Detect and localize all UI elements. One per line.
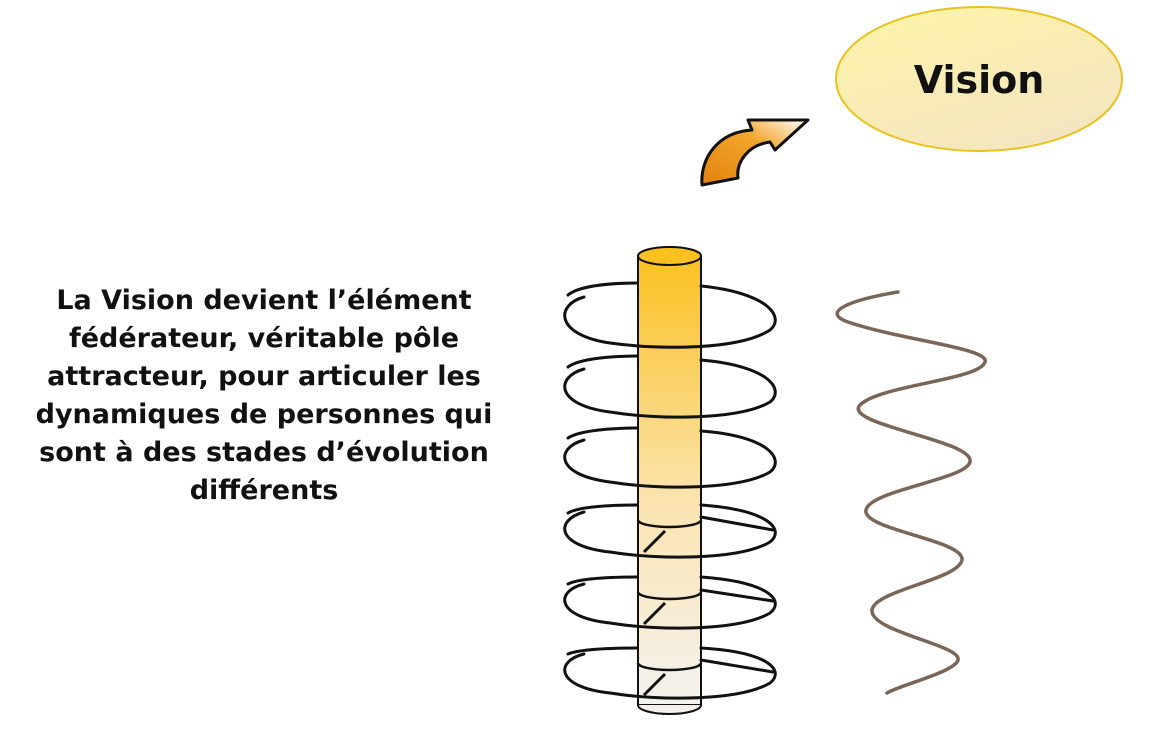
vision-ellipse: Vision xyxy=(835,6,1123,152)
spiral-column xyxy=(636,246,703,715)
vision-label: Vision xyxy=(914,58,1045,102)
caption-text: La Vision devient l’élément fédérateur, … xyxy=(35,285,493,506)
curved-arrow-icon xyxy=(700,118,810,187)
sine-wave-icon xyxy=(835,290,987,695)
spiral-front-rings xyxy=(563,284,777,700)
spiral-back-rings xyxy=(566,281,642,656)
